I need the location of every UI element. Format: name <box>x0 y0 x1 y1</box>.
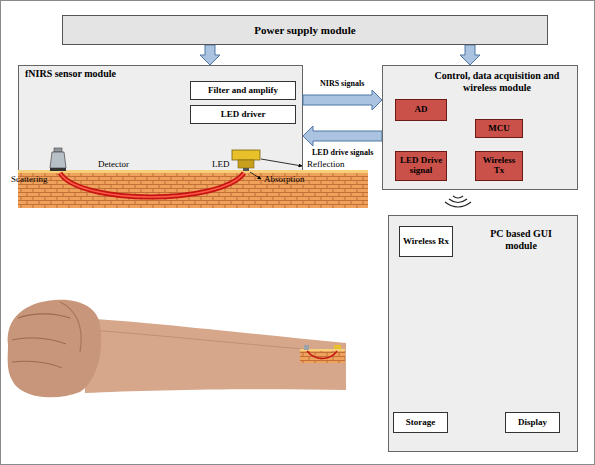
wireless-waves <box>453 196 463 198</box>
arm-picture <box>12 338 66 344</box>
box-label: Control, data acquisition and wireless m… <box>421 70 573 93</box>
box-label: fNIRS sensor module <box>25 68 225 80</box>
box-label: Wireless Rx <box>401 237 451 247</box>
module-box: Power supply module <box>62 15 548 45</box>
arm-picture <box>8 300 346 398</box>
module-panel: fNIRS sensor moduleFilter and amplifyLED… <box>18 65 303 190</box>
arm-picture <box>300 350 345 363</box>
arm-picture <box>334 345 341 349</box>
module-panel: PC based GUI module Wireless Rx Storage Dis… <box>388 215 578 452</box>
wireless-waves <box>449 199 467 203</box>
tissue-layer <box>18 170 368 208</box>
part-label: Detector <box>98 160 129 170</box>
tissue-layer <box>18 172 368 208</box>
box-label: LED driver <box>219 110 268 120</box>
led-icon <box>232 150 260 160</box>
box-label: Display <box>516 418 549 428</box>
process-box: MCU <box>475 119 523 138</box>
detector-icon <box>54 148 62 152</box>
box-label: Filter and amplify <box>206 86 280 96</box>
part-label: Reflection <box>307 160 345 170</box>
box-label: Wireless Tx <box>476 156 522 176</box>
box-label: PC based GUI module <box>475 228 567 251</box>
process-box: Storage <box>393 412 448 433</box>
detector-icon <box>50 148 66 171</box>
light-path <box>60 173 244 197</box>
block-arrow <box>303 126 382 146</box>
light-path <box>60 173 244 197</box>
arm-picture <box>8 300 102 398</box>
led-icon <box>232 150 260 171</box>
process-box: Wireless Tx <box>475 151 523 181</box>
arm-picture <box>60 302 81 352</box>
box-label: Storage <box>404 418 438 428</box>
process-box: Display <box>505 412 560 433</box>
box-label: MCU <box>486 124 512 134</box>
arm-picture <box>12 361 62 368</box>
detector-icon <box>50 168 66 171</box>
tissue-layer <box>18 170 368 173</box>
wireless-waves <box>445 202 471 207</box>
block-arrow <box>303 90 382 110</box>
arm-picture <box>18 314 70 318</box>
process-box: LED Drive signal <box>395 151 447 181</box>
absorption-leader <box>250 172 261 179</box>
arm-picture <box>90 330 340 352</box>
led-icon <box>243 168 249 171</box>
process-box: Filter and amplify <box>190 81 296 100</box>
block-arrow <box>460 45 480 65</box>
box-label: AD <box>413 105 430 115</box>
light-path <box>60 173 244 197</box>
box-label: LED Drive signal <box>396 156 446 176</box>
part-label: Absorption <box>264 175 305 185</box>
box-label: Power supply module <box>252 24 357 36</box>
process-box: Wireless Rx <box>399 226 453 257</box>
process-box: AD <box>395 99 447 121</box>
reflection-leader <box>261 159 302 166</box>
block-arrow <box>200 45 220 65</box>
module-panel: Control, data acquisition and wireless m… <box>382 65 578 190</box>
absorption-leader <box>250 172 261 179</box>
led-icon <box>238 160 254 168</box>
edge-label: NIRS signals <box>319 79 365 88</box>
arm-picture <box>307 351 337 359</box>
process-box: LED driver <box>190 105 296 124</box>
reflection-leader <box>261 159 302 166</box>
detector-icon <box>50 152 66 168</box>
edge-label: LED drive signals <box>311 148 374 157</box>
arm-picture <box>80 318 346 393</box>
arm-picture <box>304 345 309 350</box>
part-label: Scattering <box>11 175 48 185</box>
part-label: LED <box>212 160 230 170</box>
wireless-waves <box>445 196 471 207</box>
